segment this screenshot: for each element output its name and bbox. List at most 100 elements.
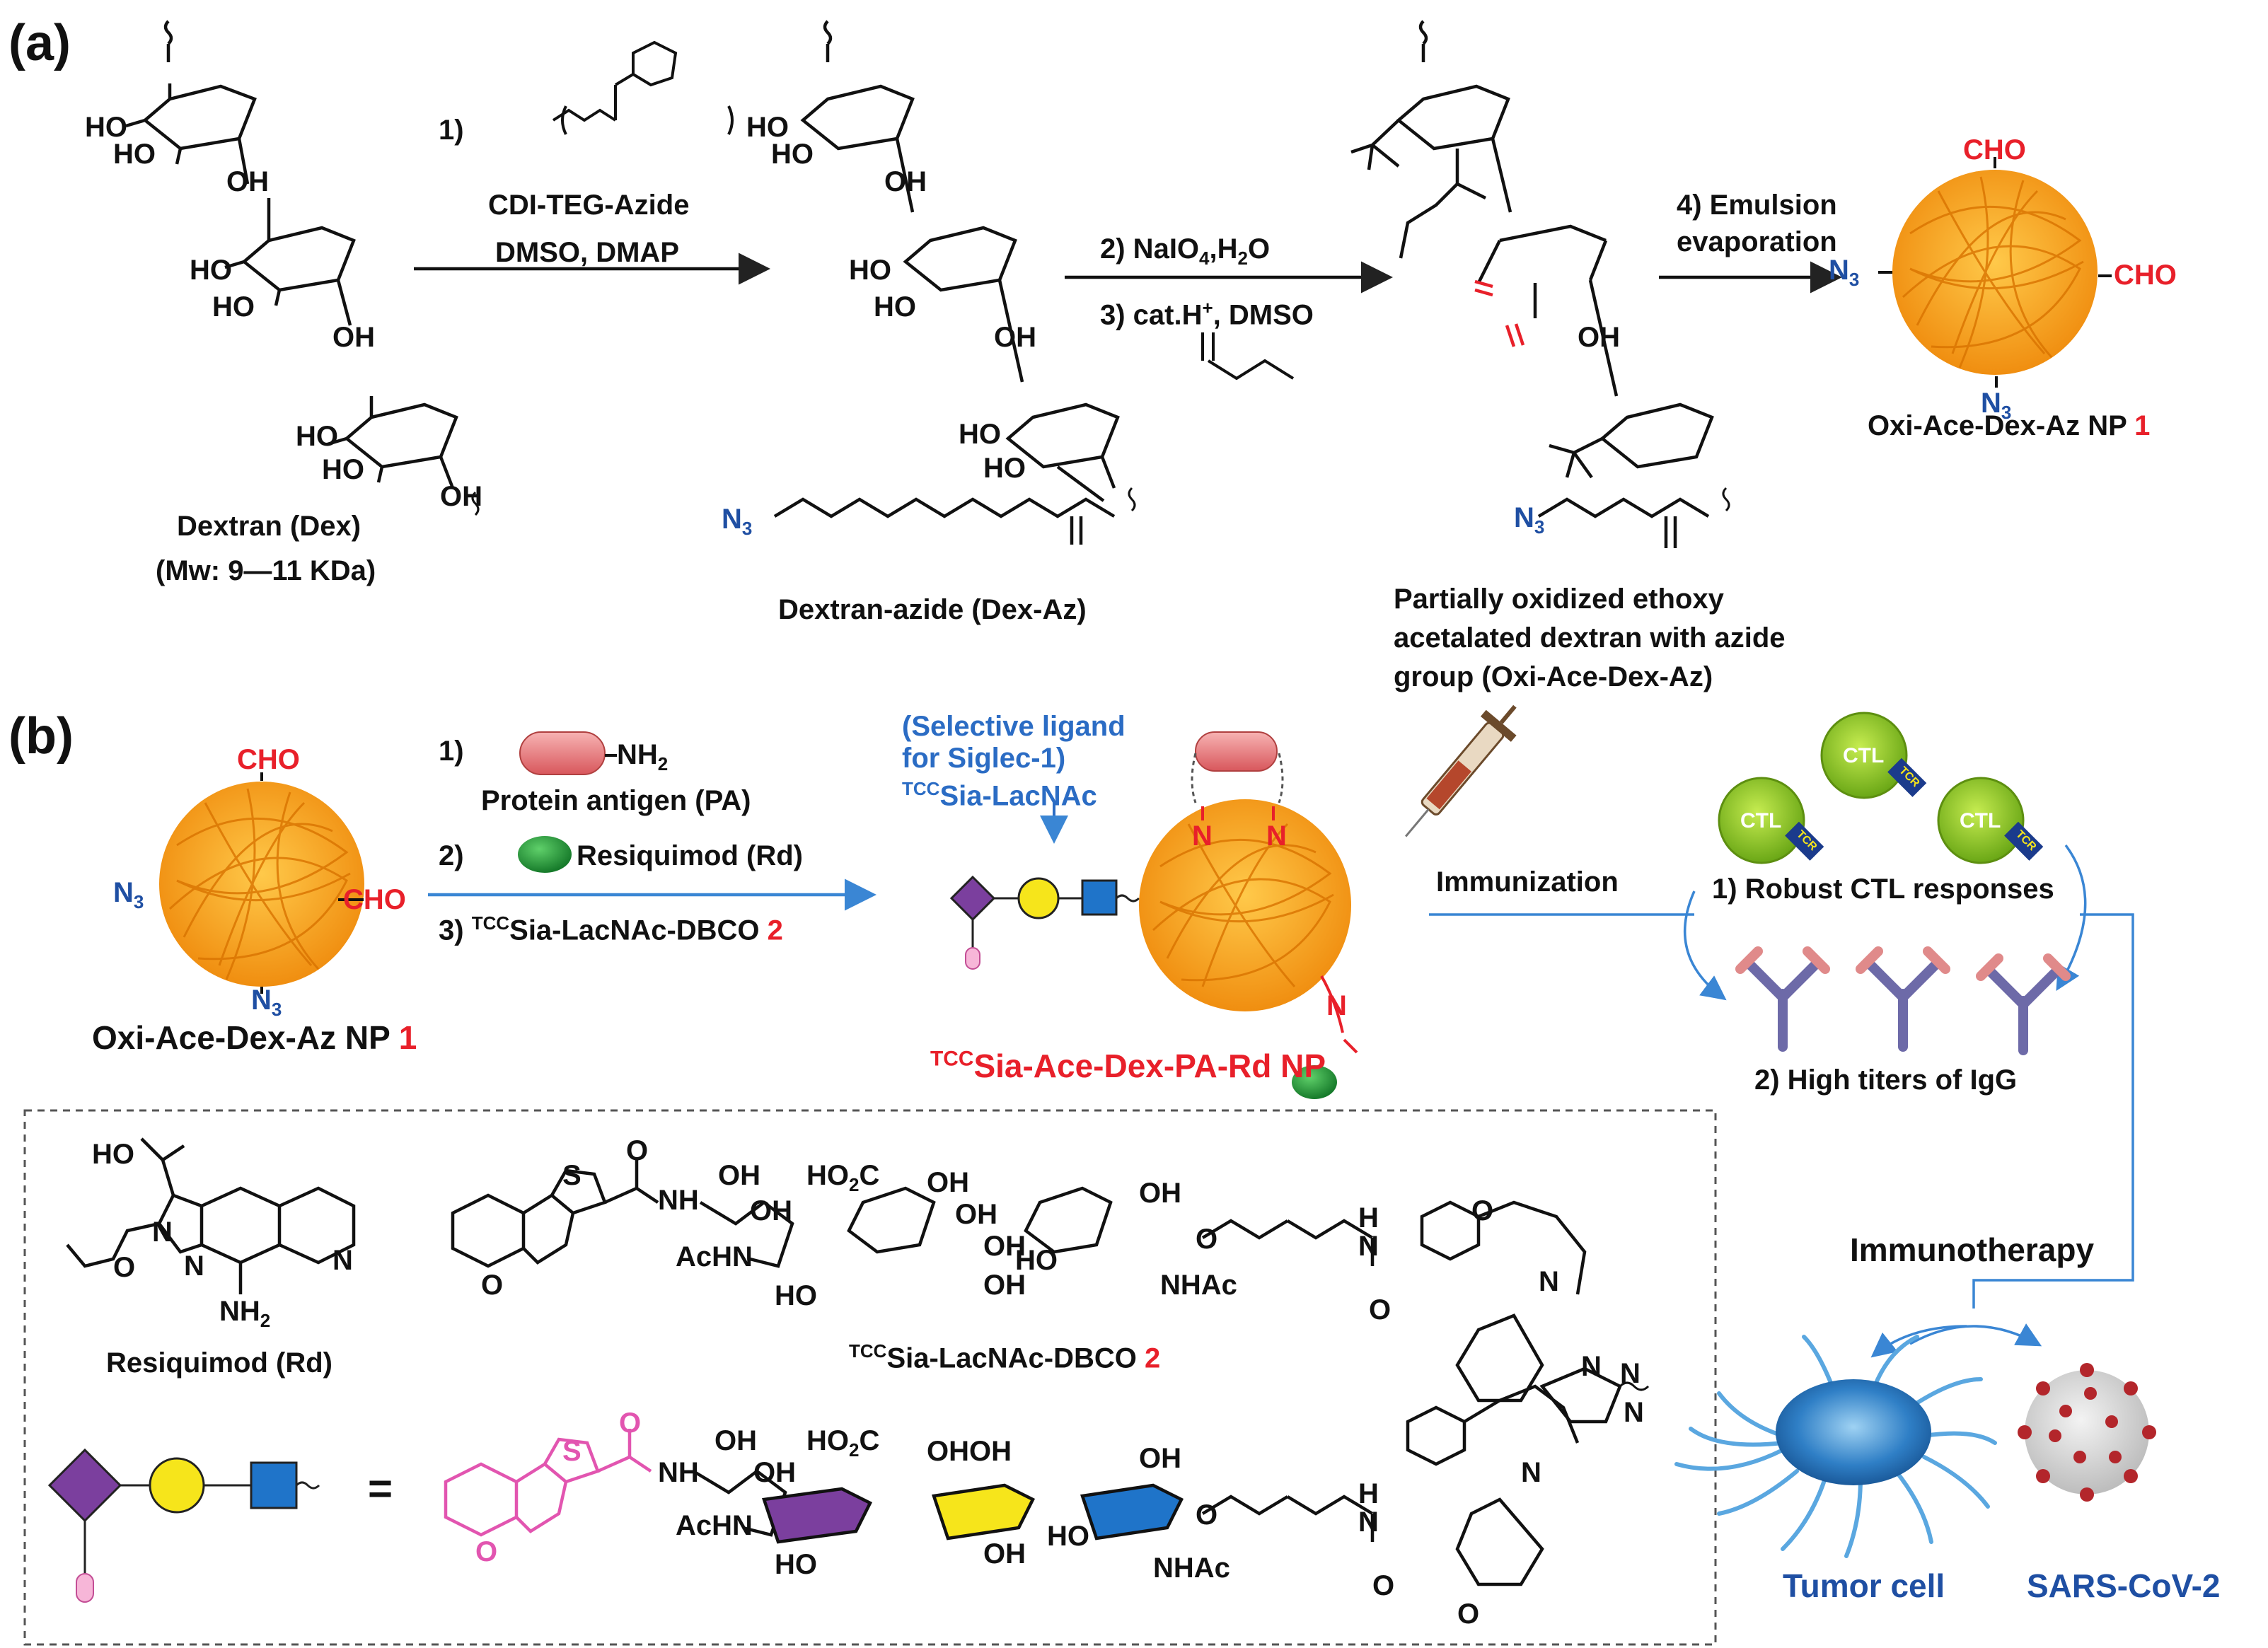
- step1-number: 1): [439, 115, 464, 146]
- atom: OH: [994, 322, 1036, 353]
- dex-az-label: Dextran-azide (Dex-Az): [778, 594, 1087, 625]
- atom: N: [1624, 1397, 1644, 1428]
- aldehyde-groups: [1474, 279, 1525, 347]
- atom: N: [1581, 1351, 1602, 1382]
- atom: OH: [332, 322, 375, 353]
- atom: OH: [714, 1425, 757, 1456]
- step3-conditions: 3) cat.H+, DMSO: [1100, 297, 1314, 331]
- atom: HO: [296, 421, 338, 452]
- atom: OH: [753, 1457, 796, 1488]
- atom: O: [619, 1408, 642, 1439]
- oxi-label-line2: acetalated dextran with azide: [1394, 622, 1786, 654]
- tumor-cell-illustration: [1674, 1335, 1997, 1558]
- antibody-right: [1976, 953, 2071, 1055]
- np-b-label: Oxi-Ace-Dex-Az NP 1: [92, 1019, 417, 1056]
- atom: HO: [1015, 1245, 1058, 1276]
- panel-a: [125, 20, 1842, 548]
- atom: OH: [1578, 322, 1620, 353]
- step4-line1: 4) Emulsion: [1677, 190, 1837, 221]
- nanoparticle-b: [159, 772, 364, 994]
- atom: NHAc: [1160, 1270, 1237, 1301]
- step-b2: 2): [439, 840, 464, 871]
- product-label: TCCSia-Ace-Dex-PA-Rd NP: [930, 1047, 1326, 1084]
- antibody-middle: [1856, 946, 1950, 1052]
- glycan-ho2c: HO2C: [806, 1425, 880, 1461]
- atom: O: [1372, 1570, 1395, 1601]
- product-nanoparticle: [1139, 731, 1358, 1099]
- atom: NH: [658, 1457, 699, 1488]
- immunotherapy-label: Immunotherapy: [1850, 1231, 2095, 1268]
- atom: HO: [849, 255, 891, 286]
- ligand-note-2: for Siglec-1): [902, 743, 1066, 774]
- oxi-azide: N3: [1514, 502, 1545, 538]
- atom: OH: [927, 1167, 969, 1198]
- np-a-azide-bottom: N3: [1981, 388, 2012, 423]
- atom: HO: [746, 112, 789, 143]
- step-b1: 1): [439, 736, 464, 767]
- atom: S: [562, 1436, 582, 1467]
- atom: OH: [440, 481, 482, 512]
- rd-label: Resiquimod (Rd): [577, 840, 803, 871]
- ctl-cell-right: [1937, 777, 2044, 864]
- robust-ctl-label: 1) Robust CTL responses: [1712, 874, 2054, 905]
- atom: OH: [983, 1270, 1026, 1301]
- cdi-teg-azide-label: CDI-TEG-Azide: [488, 190, 690, 221]
- atom: OH: [718, 1160, 760, 1191]
- glycan-legend-symbols: [47, 1448, 320, 1603]
- np-a-cho-right: CHO: [2114, 260, 2177, 291]
- atom: O: [1196, 1224, 1218, 1255]
- dex-az-structure: [773, 20, 1136, 545]
- dextran-mw: (Mw: 9—11 KDa): [156, 555, 376, 586]
- ctl-cells: [1718, 712, 2044, 864]
- atom: H: [1358, 1202, 1379, 1234]
- panel-label-b: (b): [8, 708, 74, 765]
- dex-az-azide: N3: [722, 504, 753, 539]
- atom: HO: [983, 453, 1026, 484]
- atom: N: [1620, 1358, 1641, 1389]
- atom: OH: [226, 166, 269, 197]
- atom: N: [1539, 1266, 1559, 1297]
- atom: OH: [955, 1199, 997, 1230]
- ctl-label-right: CTL: [1960, 809, 2001, 832]
- pa-nh2: NH2: [617, 739, 669, 774]
- atom: N: [184, 1250, 204, 1282]
- dbco-structure-label: TCCSia-LacNAc-DBCO 2: [849, 1340, 1161, 1374]
- np-a-azide-left: N3: [1829, 255, 1860, 290]
- atom: O: [481, 1270, 504, 1301]
- atom: O: [1196, 1499, 1218, 1531]
- atom: HO: [190, 255, 232, 286]
- dextran-label: Dextran (Dex): [177, 511, 361, 542]
- antibody-left: [1735, 946, 1830, 1052]
- product-n3: N: [1326, 990, 1347, 1021]
- atom: HO: [1047, 1521, 1089, 1552]
- np-b-cho-top: CHO: [237, 744, 300, 775]
- atom: O: [1471, 1195, 1494, 1226]
- immunization-label: Immunization: [1436, 866, 1619, 898]
- equals-sign: =: [368, 1465, 393, 1512]
- atom: OH: [983, 1538, 1026, 1569]
- atom: N: [1358, 1507, 1379, 1538]
- atom: O: [113, 1252, 136, 1283]
- oxi-label-line3: group (Oxi-Ace-Dex-Az): [1394, 661, 1713, 692]
- nanoparticle-a: [1878, 157, 2112, 388]
- atom: HO: [874, 291, 916, 323]
- atom: NHAc: [1153, 1553, 1230, 1584]
- atom: OH: [884, 166, 927, 197]
- ctl-label-middle: CTL: [1843, 744, 1885, 767]
- atom: HO: [322, 454, 364, 485]
- ctl-label-left: CTL: [1740, 809, 1782, 832]
- atom: OH: [969, 1436, 1012, 1467]
- atom: H: [1358, 1478, 1379, 1509]
- atom: OH: [927, 1436, 969, 1467]
- atom: AcHN: [676, 1241, 753, 1272]
- atom: OH: [750, 1195, 792, 1226]
- ligand-note-1: (Selective ligand: [902, 711, 1126, 742]
- syringe-icon: [1405, 704, 1517, 837]
- ctl-cell-middle: [1820, 712, 1927, 799]
- atom: HO: [959, 419, 1001, 450]
- igg-label: 2) High titers of IgG: [1754, 1064, 2018, 1096]
- np-b-cho-right: CHO: [343, 884, 406, 915]
- oxi-ace-dex-az-structure: [1350, 20, 1730, 548]
- atom: HO: [92, 1139, 134, 1170]
- protein-antigen-icon: [519, 731, 606, 775]
